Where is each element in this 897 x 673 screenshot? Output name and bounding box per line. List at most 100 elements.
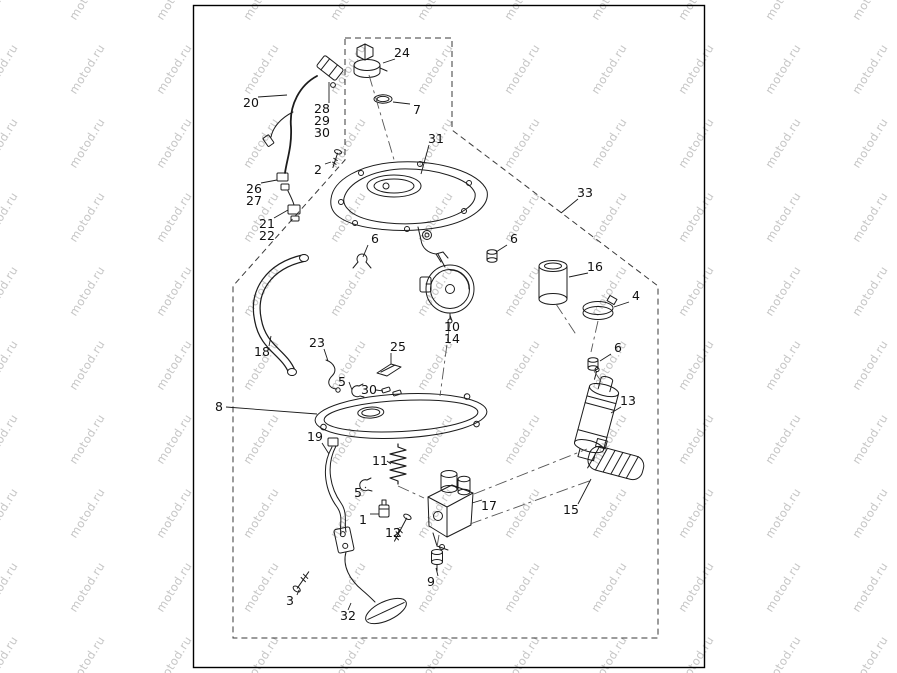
part-number-6: 6 bbox=[371, 231, 379, 246]
leader-line bbox=[257, 94, 288, 98]
part-number-33: 33 bbox=[577, 185, 593, 200]
leader-line bbox=[435, 567, 439, 577]
part-24-tank-cap bbox=[353, 43, 388, 78]
part-number-6: 6 bbox=[614, 340, 622, 355]
part-17-pump-bracket bbox=[427, 470, 474, 551]
leader-line bbox=[324, 161, 332, 165]
leader-line bbox=[471, 499, 483, 504]
part-6-clip-left bbox=[352, 253, 372, 269]
part-number-6: 6 bbox=[510, 231, 518, 246]
part-number-28: 28 bbox=[314, 101, 330, 116]
part-number-25: 25 bbox=[390, 339, 406, 354]
leader-line bbox=[560, 198, 579, 214]
part-number-29: 29 bbox=[314, 113, 330, 128]
part-number-4: 4 bbox=[632, 288, 640, 303]
part-number-24: 24 bbox=[394, 45, 410, 60]
part-number-21: 21 bbox=[259, 216, 275, 231]
leader-line bbox=[495, 244, 508, 253]
part-number-26: 26 bbox=[246, 181, 262, 196]
line-art bbox=[252, 43, 645, 625]
leader-line bbox=[599, 353, 612, 362]
alignment-axes bbox=[368, 74, 602, 548]
part-31-pump-flange-plate bbox=[330, 161, 488, 263]
part-number-3: 3 bbox=[286, 593, 294, 608]
diagram-frame bbox=[192, 4, 706, 669]
leader-line bbox=[347, 602, 352, 611]
part-19-sender-harness bbox=[325, 437, 347, 535]
part-number-30: 30 bbox=[314, 125, 330, 140]
leader-line bbox=[364, 486, 367, 489]
leader-line bbox=[348, 381, 353, 391]
part-32-float-arm bbox=[333, 526, 407, 625]
part-9-damper bbox=[431, 549, 443, 572]
leader-line bbox=[273, 209, 289, 219]
part-number-32: 32 bbox=[340, 608, 356, 623]
part-16-fuel-filter bbox=[538, 260, 568, 305]
leader-line bbox=[321, 442, 330, 455]
part-number-5: 5 bbox=[354, 485, 362, 500]
part-6-spacer-bottom bbox=[587, 357, 599, 371]
part-number-8: 8 bbox=[215, 399, 223, 414]
part-7-o-ring bbox=[373, 94, 393, 104]
part-25-bracket bbox=[376, 363, 402, 377]
leader-line bbox=[225, 406, 318, 415]
part-20-wiring-harness bbox=[262, 55, 344, 174]
part-13-fuel-pump bbox=[573, 367, 620, 462]
part-10-14-fuel-gauge-sender bbox=[419, 253, 475, 324]
part-number-9: 9 bbox=[427, 574, 435, 589]
part-6-spacer-right bbox=[486, 249, 498, 263]
part-18-fuel-hose bbox=[252, 254, 309, 376]
part-number-19: 19 bbox=[307, 429, 323, 444]
part-number-14: 14 bbox=[444, 331, 460, 346]
leader-line bbox=[610, 406, 622, 414]
part-21-22-connector bbox=[287, 204, 301, 222]
part-23-wire-clip bbox=[325, 359, 341, 393]
part-number-16: 16 bbox=[587, 259, 603, 274]
part-number-30: 30 bbox=[361, 382, 377, 397]
part-1-fitting bbox=[378, 499, 390, 518]
part-number-15: 15 bbox=[563, 502, 579, 517]
part-number-1: 1 bbox=[359, 512, 367, 527]
part-11-spring bbox=[389, 443, 407, 485]
leader-lines bbox=[225, 58, 630, 611]
leader-line bbox=[449, 314, 453, 322]
part-4-hose-clamp bbox=[582, 294, 618, 320]
part-2-screw bbox=[332, 149, 342, 169]
part-5-clip-upper bbox=[351, 383, 365, 398]
part-number-17: 17 bbox=[481, 498, 497, 513]
part-number-12: 12 bbox=[385, 525, 401, 540]
part-5-clip-lower bbox=[359, 477, 373, 492]
part-number-2: 2 bbox=[314, 162, 322, 177]
leader-line bbox=[613, 301, 630, 308]
leader-line bbox=[268, 335, 272, 347]
leader-line bbox=[375, 389, 384, 392]
part-3-screw bbox=[292, 571, 310, 593]
part-number-11: 11 bbox=[372, 453, 388, 468]
part-number-13: 13 bbox=[620, 393, 636, 408]
leader-line bbox=[323, 348, 329, 362]
part-number-18: 18 bbox=[254, 344, 270, 359]
part-number-23: 23 bbox=[309, 335, 325, 350]
part-number-22: 22 bbox=[259, 228, 275, 243]
part-number-10: 10 bbox=[444, 319, 460, 334]
leader-line bbox=[296, 589, 300, 596]
leader-line bbox=[392, 101, 411, 105]
part-number-7: 7 bbox=[413, 102, 421, 117]
leader-line bbox=[382, 58, 396, 64]
leader-line bbox=[362, 244, 369, 258]
leader-line bbox=[420, 144, 430, 175]
part-number-31: 31 bbox=[428, 131, 444, 146]
leader-line bbox=[568, 272, 589, 278]
part-number-27: 27 bbox=[246, 193, 262, 208]
part-number-20: 20 bbox=[243, 95, 259, 110]
leader-line bbox=[260, 179, 278, 184]
part-8-tank-gasket bbox=[314, 393, 488, 439]
part-number-5: 5 bbox=[338, 374, 346, 389]
part-15-pump-strainer bbox=[587, 437, 645, 481]
part-12-screw bbox=[393, 513, 412, 542]
leader-line bbox=[577, 478, 592, 505]
part-26-27-connector bbox=[276, 172, 295, 206]
